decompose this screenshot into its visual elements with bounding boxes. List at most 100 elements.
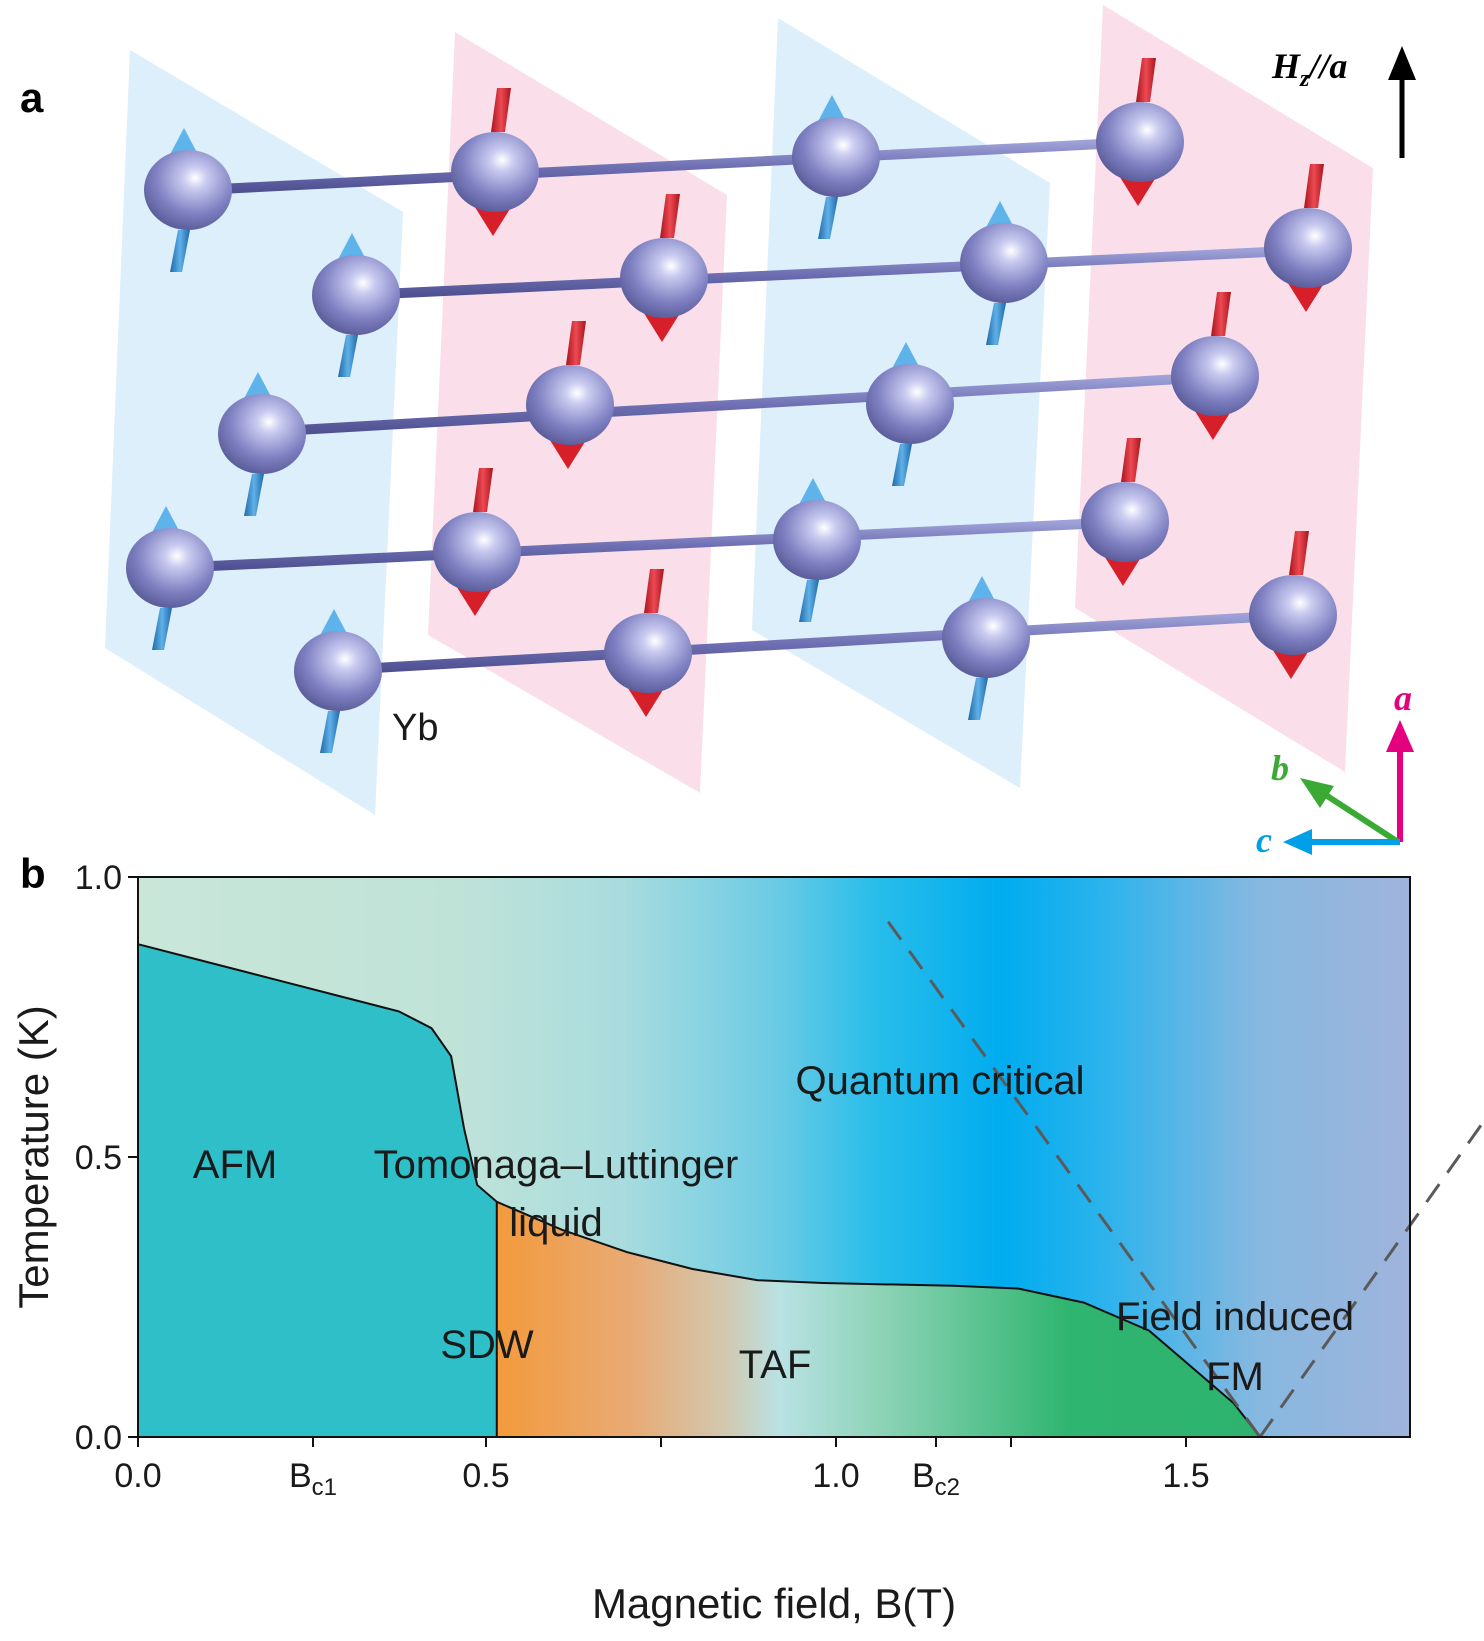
panel-b-label: b [20,850,46,897]
spin-up-site [866,342,954,486]
field-arrowhead-icon [1388,46,1416,80]
spin-down-tail-icon [1136,58,1156,102]
spin-down-tail-icon [566,321,586,365]
yb-atom-icon [620,238,708,318]
spin-up-tail-icon [170,230,190,272]
spin-up-tail-icon [799,580,819,622]
spin-down-site [526,321,614,469]
spin-up-tail-icon [244,474,264,516]
spin-down-cone-icon [455,584,495,616]
bond-row-2 [355,245,1315,300]
yb-atom-icon [773,500,861,580]
axis-b-head-icon [1300,778,1334,808]
spin-down-site [1249,531,1337,679]
spin-down-site [1264,164,1352,312]
label-fm-1: Field induced [1116,1295,1354,1339]
axis-a-label: a [1394,678,1412,718]
spin-down-cone-icon [473,204,513,236]
label-taf: TAF [739,1343,812,1387]
bonds [165,137,1315,675]
spin-down-site [433,468,521,616]
yb-atom-icon [1096,102,1184,182]
yb-atom-icon [604,613,692,693]
x-tick-label: Bc2 [912,1457,960,1501]
label-tll-1: Tomonaga–Luttinger [374,1143,739,1187]
spin-down-tail-icon [1121,438,1141,482]
bond-row-4 [165,517,1130,573]
spin-up-tail-icon [818,197,838,239]
yb-atom-icon [866,364,954,444]
yb-atoms [126,58,1352,753]
y-tick-label: 0.0 [75,1419,122,1457]
sdw-taf-boundary-line [496,1200,1261,1438]
axis-a-head-icon [1386,720,1414,752]
y-tick-label: 1.0 [75,859,122,897]
afm-region [138,944,497,1437]
yb-atom-icon [433,512,521,592]
axis-b-arrow-icon [1316,787,1400,845]
x-axis-title: Magnetic field, B(T) [592,1580,956,1627]
spin-up-tail-icon [152,608,172,650]
x-tick-label: Bc1 [289,1457,337,1501]
spin-down-tail-icon [473,468,493,512]
spin-down-site [1081,438,1169,586]
spin-up-tail-icon [892,444,912,486]
spin-down-cone-icon [1193,408,1233,440]
panel-a-lattice: a Yb Hz//a [20,5,1416,860]
yb-atom-icon [144,150,232,230]
spin-up-tail-icon [986,303,1006,345]
spin-up-site [218,372,306,516]
label-quantum-critical: Quantum critical [796,1059,1085,1103]
axis-c-label: c [1256,820,1272,860]
spin-up-site [126,506,214,650]
yb-atom-icon [960,223,1048,303]
spin-down-cone-icon [1103,554,1143,586]
panel-a-label: a [20,74,44,121]
label-afm: AFM [193,1143,277,1187]
bond-row-1 [195,137,1145,195]
yb-atom-icon [526,365,614,445]
spin-down-tail-icon [1289,531,1309,575]
spin-up-site [312,233,400,377]
yb-label: Yb [392,707,438,749]
bond-row-3 [257,372,1220,437]
label-fm-2: FM [1206,1355,1264,1399]
label-sdw: SDW [440,1323,534,1367]
axis-b-label: b [1271,748,1289,788]
spin-down-site [620,194,708,342]
field-indicator: Hz//a [1271,46,1416,158]
spin-up-tail-icon [338,335,358,377]
spin-down-cone-icon [548,437,588,469]
spin-up-tail-icon [968,678,988,720]
spin-up-site [942,576,1030,720]
spin-down-cone-icon [642,310,682,342]
afm-boundary-line [137,943,498,1437]
y-tick-label: 0.5 [75,1139,122,1177]
label-tll-2: liquid [509,1201,602,1245]
spin-down-cone-icon [1286,280,1326,312]
spin-down-cone-icon [626,685,666,717]
x-tick-label: 1.0 [812,1457,859,1495]
yb-atom-icon [1171,336,1259,416]
spin-down-site [451,88,539,236]
axis-c-head-icon [1283,829,1312,855]
bond-row-5 [335,610,1300,675]
x-tick-label: 0.0 [114,1457,161,1495]
x-tick-label: 1.5 [1162,1457,1209,1495]
yb-atom-icon [312,255,400,335]
spin-down-cone-icon [1271,647,1311,679]
spin-up-site [144,128,232,272]
y-axis-title: Temperature (K) [10,1005,57,1308]
spin-down-tail-icon [1304,164,1324,208]
spin-up-site [294,609,382,753]
yb-atom-icon [942,598,1030,678]
spin-down-site [1171,292,1259,440]
spin-down-tail-icon [1211,292,1231,336]
sdw-taf-region [496,1201,1260,1437]
spin-down-cone-icon [1118,174,1158,206]
x-tick-label: 0.5 [462,1457,509,1495]
